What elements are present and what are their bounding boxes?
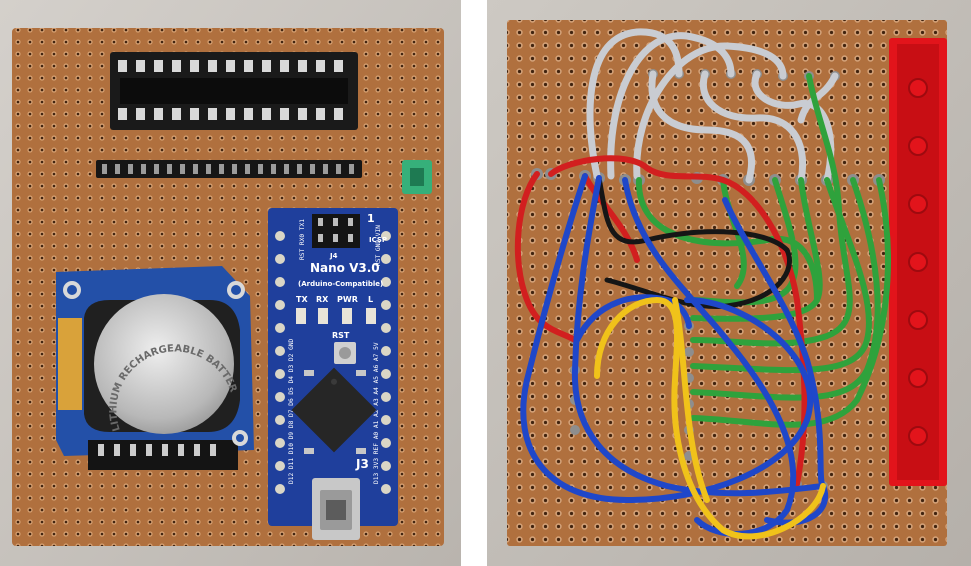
wires-blue bbox=[520, 173, 829, 537]
microcontroller-chip bbox=[291, 367, 377, 453]
nano-led-tx-label: TX bbox=[296, 295, 308, 304]
nano-left-header-labels: RST RX0 TX1 bbox=[299, 219, 306, 260]
led-l bbox=[366, 308, 376, 324]
nano-model-label: Nano V3.0 bbox=[310, 261, 380, 275]
wire-black bbox=[596, 175, 792, 310]
wires-gray bbox=[586, 28, 839, 184]
photo-board-front: LITHIUM RECHARGEABLE BATTERY 1 ICSP J4 N… bbox=[0, 0, 461, 566]
nano-top-pin-labels: D12 D11 D10 D9 D8 D7 D6 D5 D4 D3 D2 GND bbox=[288, 338, 295, 484]
nano-j3-label: J3 bbox=[355, 457, 369, 471]
lego-brick bbox=[889, 38, 947, 486]
perfboard bbox=[507, 20, 947, 546]
board-back-illustration bbox=[487, 0, 971, 566]
led-tx bbox=[296, 308, 306, 324]
nano-rst-label: RST bbox=[332, 331, 350, 340]
photo-board-back bbox=[487, 0, 971, 566]
nano-led-pwr-label: PWR bbox=[337, 295, 358, 304]
nano-j4-label: J4 bbox=[329, 252, 338, 260]
led-pwr bbox=[342, 308, 352, 324]
nano-led-rx-label: RX bbox=[316, 295, 329, 304]
wires-red bbox=[514, 155, 808, 487]
pin-header-strip bbox=[96, 160, 362, 178]
ic-socket bbox=[110, 52, 358, 130]
nano-icsp-label: ICSP bbox=[369, 236, 387, 244]
board-front-illustration: LITHIUM RECHARGEABLE BATTERY 1 ICSP J4 N… bbox=[0, 0, 461, 566]
arduino-nano: 1 ICSP J4 Nano V3.0 (Arduino-Compatible)… bbox=[268, 208, 398, 540]
nano-bottom-pin-labels: D13 3V3 REF A0 A1 A2 A3 A4 A5 A6 A7 5V bbox=[373, 342, 380, 484]
led-rx bbox=[318, 308, 328, 324]
nano-right-header-labels: RST GND VIN bbox=[375, 225, 382, 266]
wires-yellow bbox=[594, 296, 826, 540]
nano-pin-one-label: 1 bbox=[367, 212, 375, 225]
coin-battery bbox=[94, 294, 234, 434]
battery-holder-clip bbox=[58, 318, 82, 410]
nano-subtitle-label: (Arduino-Compatible) bbox=[298, 280, 383, 288]
nano-led-l-label: L bbox=[368, 295, 373, 304]
jumper-green bbox=[402, 160, 432, 194]
